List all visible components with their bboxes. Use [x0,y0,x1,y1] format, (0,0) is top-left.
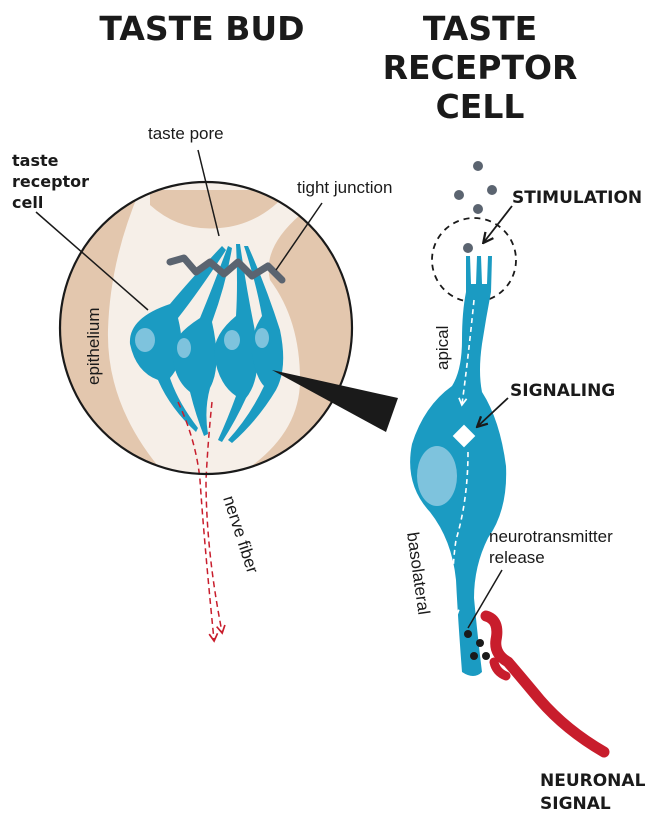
receptor-cell-detail [410,161,604,752]
taste-pore-label: taste pore [148,124,224,143]
bud-cell-3-nucleus [224,330,240,350]
molecule-4 [473,204,483,214]
stimulation-label: STIMULATION [512,188,642,208]
taste-bud-illustration [40,182,398,640]
receptor-cell-nucleus [417,446,457,506]
epithelium-label: epithelium [84,308,103,386]
tight-junction-label: tight junction [297,178,392,197]
neuron [486,616,604,752]
receptor-cell-title-line2: RECEPTOR [383,48,578,87]
neurotransmitter-label-line1: neurotransmitter [489,527,613,546]
taste-bud-title: TASTE BUD [99,9,304,48]
vesicle-4 [482,652,490,660]
signaling-label: SIGNALING [510,381,615,401]
apical-label: apical [433,326,452,370]
neurotransmitter-label-line2: release [489,548,545,567]
bud-receptor-cell-label-line2: receptor [12,172,89,191]
bud-cell-1-nucleus [135,328,155,352]
vesicle-3 [470,652,478,660]
molecule-5 [463,243,473,253]
bud-receptor-cell-label-line3: cell [12,193,43,212]
vesicle-1 [464,630,472,638]
receptor-cell-title-line1: TASTE [423,9,537,48]
vesicle-2 [476,639,484,647]
receptor-cell-title-line3: CELL [436,87,525,126]
nerve-fiber-label: nerve fiber [219,493,262,576]
basolateral-label: basolateral [403,531,433,616]
bud-cell-4-nucleus [255,328,269,348]
bud-cell-2-nucleus [177,338,191,358]
neuronal-signal-label-line2: SIGNAL [540,794,611,814]
stimulation-arrow [484,206,512,242]
molecule-2 [454,190,464,200]
molecule-3 [487,185,497,195]
neuronal-signal-label-line1: NEURONAL [540,771,646,791]
bud-receptor-cell-label-line1: taste [12,151,59,170]
molecule-1 [473,161,483,171]
